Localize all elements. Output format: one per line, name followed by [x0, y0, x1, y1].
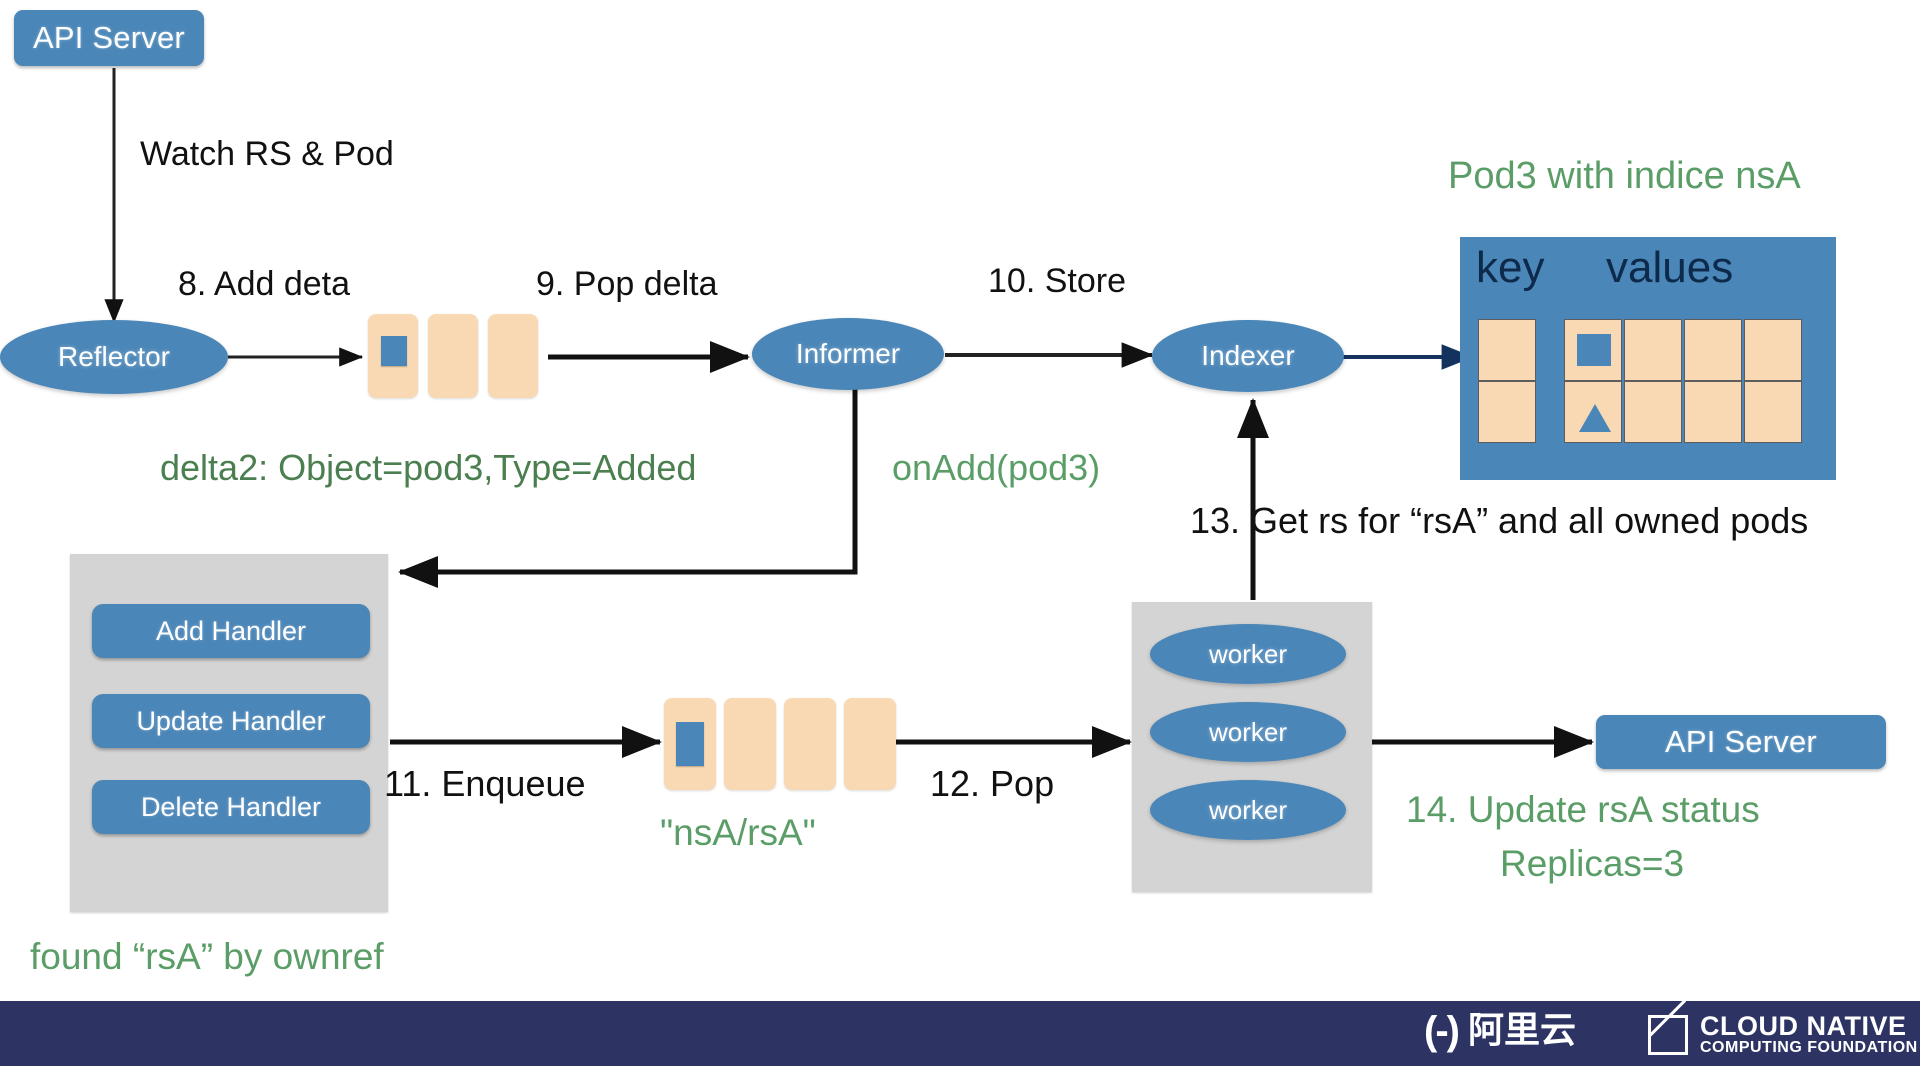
worker-node-3[interactable]: worker [1150, 780, 1346, 840]
delta-item-square-icon [381, 336, 407, 366]
indexer-value-cell-r1c2[interactable] [1624, 319, 1682, 381]
work-queue-slot-3[interactable] [784, 698, 836, 790]
indexer-value-cell-r1c3[interactable] [1684, 319, 1742, 381]
add-handler-button[interactable]: Add Handler [92, 604, 370, 658]
reflector-label: Reflector [57, 341, 171, 372]
delta-queue-slot-3[interactable] [488, 314, 538, 398]
pod-triangle-icon [1579, 404, 1611, 432]
indexer-value-cell-r2c4[interactable] [1744, 381, 1802, 443]
indexer-value-cell-r1c4[interactable] [1744, 319, 1802, 381]
alibaba-bracket-icon: (-) [1424, 1009, 1460, 1053]
update-status-line1: 14. Update rsA status [1406, 789, 1760, 830]
informer-node[interactable]: Informer [752, 318, 944, 390]
worker-node-1[interactable]: worker [1150, 624, 1346, 684]
worker-3-label: worker [1208, 794, 1287, 825]
footer-bar: (-) 阿里云 CLOUD NATIVE COMPUTING FOUNDATIO… [0, 1001, 1920, 1066]
indexer-label: Indexer [1201, 340, 1295, 371]
step11-label: 11. Enqueue [384, 763, 586, 804]
update-handler-button[interactable]: Update Handler [92, 694, 370, 748]
step12-label: 12. Pop [930, 763, 1055, 804]
work-item-square-icon [676, 722, 704, 766]
delta-queue-slot-1[interactable] [368, 314, 418, 398]
event-handlers-group: Add Handler Update Handler Delete Handle… [70, 554, 388, 912]
indexer-table-header-key: key [1476, 243, 1545, 292]
cncf-logo: CLOUD NATIVE COMPUTING FOUNDATION [1648, 1012, 1918, 1057]
indexer-store-panel: key values [1460, 237, 1836, 480]
step8-label: 8. Add deta [178, 265, 351, 303]
indexer-caption: Pod3 with indice nsA [1448, 155, 1801, 197]
step9-label: 9. Pop delta [536, 265, 718, 303]
indexer-table-header-values: values [1606, 243, 1734, 292]
cncf-line2: COMPUTING FOUNDATION [1700, 1039, 1918, 1057]
worker-2-label: worker [1208, 716, 1287, 747]
found-ownref-annotation: found “rsA” by ownref [30, 936, 384, 977]
indexer-value-cell-r1c1[interactable] [1564, 319, 1622, 381]
delta-annotation: delta2: Object=pod3,Type=Added [160, 447, 697, 488]
watch-edge-label: Watch RS & Pod [140, 135, 394, 173]
work-queue-slot-1[interactable] [664, 698, 716, 790]
indexer-value-cell-r2c2[interactable] [1624, 381, 1682, 443]
delta-queue-slot-2[interactable] [428, 314, 478, 398]
work-queue-slot-2[interactable] [724, 698, 776, 790]
indexer-value-cell-r2c1[interactable] [1564, 381, 1622, 443]
indexer-node[interactable]: Indexer [1152, 320, 1344, 392]
indexer-key-cell-r2[interactable] [1478, 381, 1536, 443]
pod-square-icon [1577, 334, 1611, 366]
delete-handler-label: Delete Handler [140, 791, 322, 822]
delete-handler-button[interactable]: Delete Handler [92, 780, 370, 834]
step10-label: 10. Store [988, 262, 1126, 300]
reflector-node[interactable]: Reflector [0, 320, 228, 394]
alibaba-cloud-text: 阿里云 [1467, 1010, 1576, 1051]
api-server-top-label: API Server [33, 20, 185, 55]
work-queue-item-annotation: "nsA/rsA" [660, 812, 816, 853]
workers-group: worker worker worker [1132, 602, 1372, 892]
worker-node-2[interactable]: worker [1150, 702, 1346, 762]
api-server-right-node[interactable]: API Server [1596, 715, 1886, 769]
cncf-wordmark: CLOUD NATIVE COMPUTING FOUNDATION [1700, 1012, 1918, 1057]
cncf-mark-icon [1648, 1014, 1688, 1055]
update-status-line2: Replicas=3 [1500, 843, 1685, 884]
informer-label: Informer [795, 338, 901, 369]
add-handler-label: Add Handler [155, 615, 307, 646]
api-server-top-node[interactable]: API Server [14, 10, 204, 66]
worker-1-label: worker [1208, 638, 1287, 669]
on-add-annotation: onAdd(pod3) [892, 447, 1101, 488]
step13-label: 13. Get rs for “rsA” and all owned pods [1190, 500, 1809, 541]
update-handler-label: Update Handler [136, 705, 326, 736]
alibaba-cloud-logo: (-) 阿里云 [1424, 1011, 1576, 1051]
cncf-line1: CLOUD NATIVE [1700, 1011, 1907, 1041]
indexer-value-cell-r2c3[interactable] [1684, 381, 1742, 443]
indexer-key-cell-r1[interactable] [1478, 319, 1536, 381]
api-server-right-label: API Server [1665, 724, 1817, 759]
work-queue-slot-4[interactable] [844, 698, 896, 790]
